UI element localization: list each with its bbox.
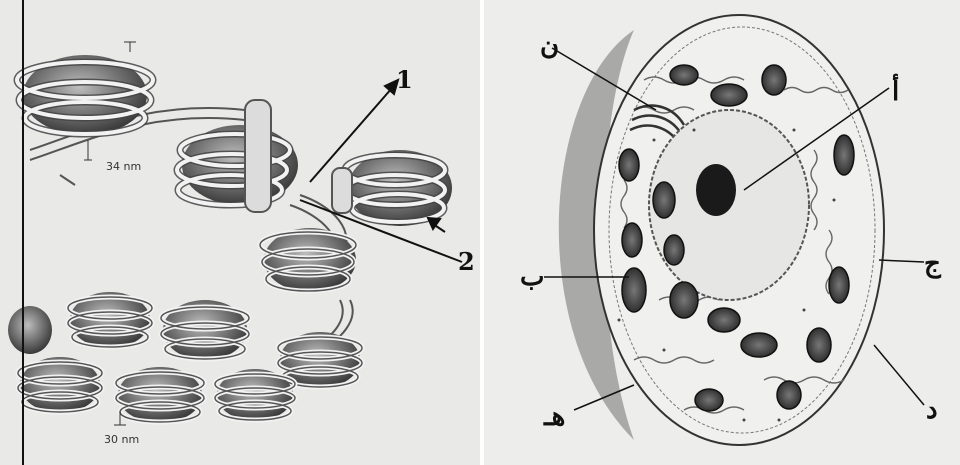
nucleolus bbox=[696, 164, 736, 216]
label-1: 1 bbox=[396, 65, 413, 94]
scale-label-top: 34 nm bbox=[106, 160, 141, 173]
cell-drawing: ن أ ب ج د هـ bbox=[484, 0, 960, 465]
label-dal: د bbox=[926, 395, 938, 425]
label-alif: أ bbox=[892, 73, 899, 107]
scale-label-bottom: 30 nm bbox=[104, 433, 139, 446]
label-ha: هـ bbox=[543, 402, 565, 432]
solenoid-fiber bbox=[8, 292, 362, 423]
nucleosome bbox=[177, 100, 298, 212]
right-panel-cell-diagram: ن أ ب ج د هـ bbox=[484, 0, 960, 465]
label-ba: ب bbox=[520, 262, 544, 292]
histone-h1-clamp bbox=[245, 100, 271, 212]
nucleosome bbox=[17, 55, 153, 135]
left-panel-chromatin-diagram: 34 nm 30 nm 1 2 bbox=[0, 0, 480, 465]
mitochondrion-b bbox=[622, 268, 646, 312]
left-border-line bbox=[22, 0, 24, 465]
chromatin-drawing: 34 nm 30 nm 1 2 bbox=[0, 0, 480, 465]
label-nun: ن bbox=[540, 31, 559, 61]
nucleosome bbox=[260, 228, 356, 292]
label-jim: ج bbox=[924, 249, 942, 279]
label-2: 2 bbox=[458, 247, 475, 276]
nucleosome bbox=[332, 150, 452, 226]
